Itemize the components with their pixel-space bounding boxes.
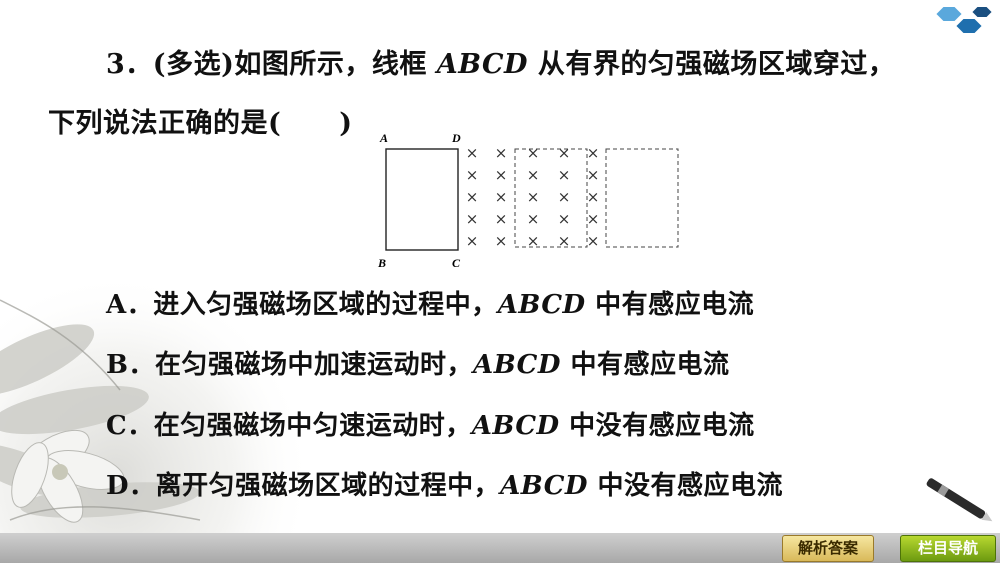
field-cross-mark: × xyxy=(587,188,600,206)
field-cross-mark: × xyxy=(495,188,508,206)
question-line-1: 3．(多选)如图所示，线框 ABCD 从有界的匀强磁场区域穿过， xyxy=(106,49,896,80)
field-cross-mark: × xyxy=(466,166,479,184)
field-cross-mark: × xyxy=(495,166,508,184)
label-d: D xyxy=(451,131,461,145)
field-cross-mark: × xyxy=(558,166,571,184)
field-cross-mark: × xyxy=(527,144,540,162)
field-cross-mark: × xyxy=(466,188,479,206)
field-cross-mark: × xyxy=(495,232,508,250)
frame-after-field-dashed xyxy=(605,148,679,248)
field-cross-mark: × xyxy=(587,144,600,162)
magnetic-field-figure: A D B C × × × × × × × × × × × × × × × × × × × × × × × × × xyxy=(377,131,679,270)
option-b[interactable]: B．在匀强磁场中加速运动时，ABCD 中有感应电流 xyxy=(106,350,730,380)
option-a[interactable]: A．进入匀强磁场区域的过程中，ABCD 中有感应电流 xyxy=(106,290,755,320)
field-cross-mark: × xyxy=(527,188,540,206)
field-cross-mark: × xyxy=(527,232,540,250)
ink-flower-decoration xyxy=(0,220,330,563)
field-cross-mark: × xyxy=(495,210,508,228)
field-cross-mark: × xyxy=(466,144,479,162)
question-line-2: 下列说法正确的是() xyxy=(48,108,353,139)
field-cross-mark: × xyxy=(587,166,600,184)
option-d[interactable]: D．离开匀强磁场区域的过程中，ABCD 中没有感应电流 xyxy=(106,471,784,501)
field-cross-mark: × xyxy=(466,210,479,228)
frame-in-field-dashed xyxy=(514,148,588,248)
label-c: C xyxy=(452,256,461,270)
magnetic-field-marks: × × × × × × × × × × × × × × × × × × × × × × × × × xyxy=(466,144,600,250)
field-cross-mark: × xyxy=(558,210,571,228)
field-cross-mark: × xyxy=(527,166,540,184)
frame-name: ABCD xyxy=(436,49,528,80)
field-cross-mark: × xyxy=(495,144,508,162)
label-a: A xyxy=(379,131,388,145)
field-cross-mark: × xyxy=(558,144,571,162)
label-b: B xyxy=(377,256,386,270)
section-nav-button[interactable]: 栏目导航 xyxy=(900,535,996,562)
question-number: 3 xyxy=(106,49,126,80)
field-cross-mark: × xyxy=(466,232,479,250)
frame-abcd xyxy=(385,148,459,251)
field-cross-mark: × xyxy=(587,232,600,250)
field-cross-mark: × xyxy=(587,210,600,228)
hexagon-logo-icon xyxy=(933,5,995,35)
answer-analysis-button[interactable]: 解析答案 xyxy=(782,535,874,562)
field-cross-mark: × xyxy=(527,210,540,228)
question-type: (多选) xyxy=(152,49,235,80)
option-c[interactable]: C．在匀强磁场中匀速运动时，ABCD 中没有感应电流 xyxy=(106,411,755,441)
field-cross-mark: × xyxy=(558,188,571,206)
pen-icon xyxy=(926,478,993,522)
field-cross-mark: × xyxy=(558,232,571,250)
